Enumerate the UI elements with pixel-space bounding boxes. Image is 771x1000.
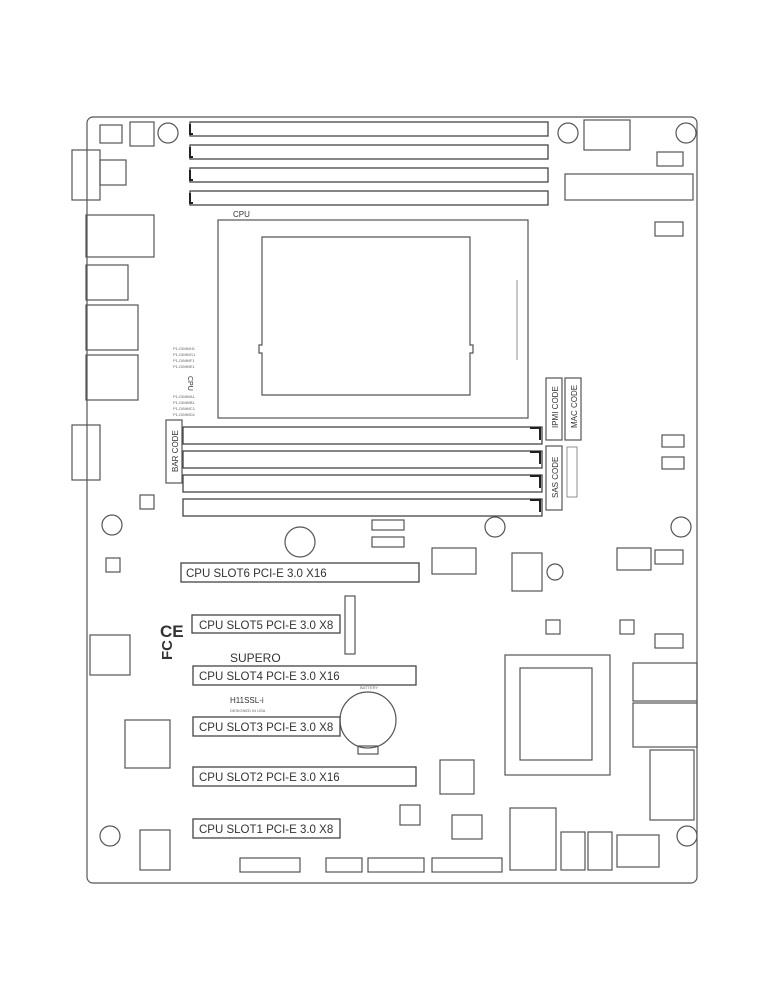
pcie-slot-1: [192, 818, 341, 839]
svg-text:MAC CODE: MAC CODE: [570, 385, 579, 428]
battery: [339, 691, 397, 749]
svg-text:CPU SLOT5 PCI-E 3.0 X8: CPU SLOT5 PCI-E 3.0 X8: [199, 620, 333, 632]
svg-text:P1-DIMME1: P1-DIMME1: [173, 364, 196, 369]
dimm-slot-h1: [189, 121, 549, 137]
svg-text:CPU SLOT1 PCI-E 3.0 X8: CPU SLOT1 PCI-E 3.0 X8: [199, 824, 333, 836]
cpu-label: CPU: [233, 210, 250, 219]
bar-code-box: [165, 419, 183, 484]
dimm-slot-g1: [189, 144, 549, 160]
dimm-slot-c1: [182, 474, 543, 493]
cpu-socket-inner: [258, 236, 474, 396]
dimm-slot-d1: [182, 498, 543, 517]
brand-logo: SUPERO: [230, 651, 281, 665]
rear-io: [71, 121, 155, 481]
svg-text:SAS CODE: SAS CODE: [551, 457, 560, 498]
svg-text:P1-DIMMB1: P1-DIMMB1: [173, 400, 196, 405]
dimm-labels: P1-DIMMH1 P1-DIMMG1 P1-DIMMF1 P1-DIMME1 …: [173, 346, 196, 417]
svg-text:CPU SLOT2 PCI-E 3.0 X16: CPU SLOT2 PCI-E 3.0 X16: [199, 772, 340, 784]
designed-in: DESIGNED IN USA: [230, 708, 266, 713]
svg-text:CPU SLOT4 PCI-E 3.0 X16: CPU SLOT4 PCI-E 3.0 X16: [199, 671, 340, 683]
pcie-slot-3: [192, 716, 341, 737]
upper-dimm-slots: [189, 121, 549, 206]
svg-text:P1-DIMMH1: P1-DIMMH1: [173, 346, 196, 351]
svg-text:IPMI CODE: IPMI CODE: [551, 386, 560, 428]
svg-text:BATTERY: BATTERY: [360, 685, 378, 690]
fc-mark: FC: [159, 640, 176, 660]
svg-text:P1-DIMMF1: P1-DIMMF1: [173, 358, 195, 363]
lower-dimm-slots: [182, 426, 543, 517]
sas-code-box: [545, 445, 563, 511]
chips: [89, 494, 652, 873]
dimm-slot-f1: [189, 167, 549, 183]
svg-text:CPU SLOT3 PCI-E 3.0 X8: CPU SLOT3 PCI-E 3.0 X8: [199, 722, 333, 734]
dimm-slot-e1: [189, 190, 549, 206]
model-name: H11SSL-i: [230, 696, 264, 705]
svg-text:CPU: CPU: [186, 376, 193, 391]
ipmi-code-box: [545, 377, 563, 441]
svg-text:P1-DIMMA1: P1-DIMMA1: [173, 394, 196, 399]
svg-text:CPU SLOT6 PCI-E 3.0 X16: CPU SLOT6 PCI-E 3.0 X16: [186, 568, 327, 580]
dimm-slot-a1: [182, 426, 543, 445]
cpu-socket: [217, 219, 529, 419]
dimm-slot-b1: [182, 450, 543, 469]
svg-text:BAR CODE: BAR CODE: [171, 430, 180, 472]
board-outline: [86, 116, 698, 884]
power-connectors: [564, 119, 698, 868]
pcie-slot-2: [192, 766, 417, 787]
pcie-slot-6: [180, 562, 420, 583]
svg-text:P1-DIMMC1: P1-DIMMC1: [173, 406, 196, 411]
mac-code-box: [564, 377, 582, 441]
svg-text:P1-DIMMG1: P1-DIMMG1: [173, 352, 196, 357]
pcie-slot-labels: CPU SLOT6 PCI-E 3.0 X16 CPU SLOT5 PCI-E …: [186, 568, 340, 836]
pcie-slot-5: [191, 614, 341, 634]
svg-text:P1-DIMMD1: P1-DIMMD1: [173, 412, 196, 417]
mounting-holes: [99, 122, 698, 847]
pcie-slots: [180, 562, 420, 839]
ce-mark: CE: [160, 622, 184, 641]
pcie-slot-4: [192, 665, 417, 686]
